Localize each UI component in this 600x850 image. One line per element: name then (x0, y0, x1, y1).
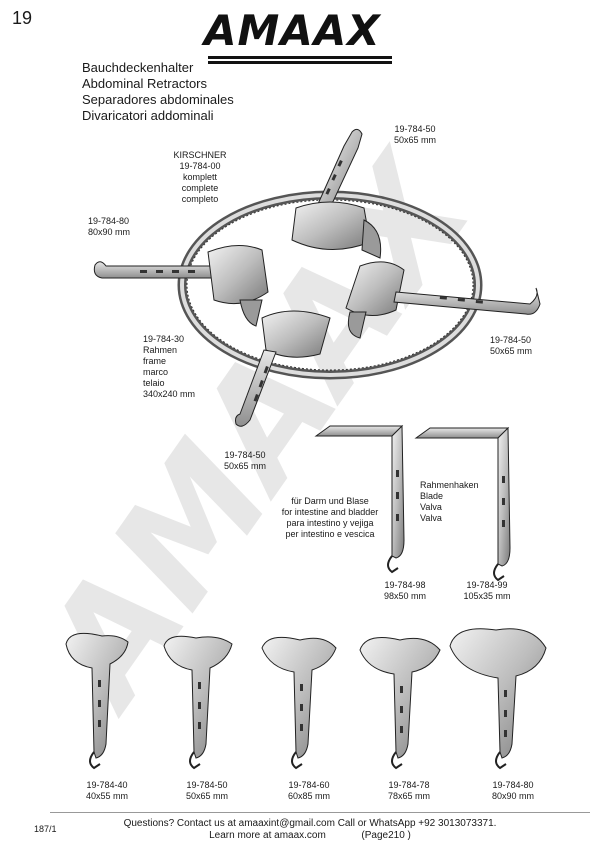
label-code: 19-784-80 (492, 780, 534, 790)
kirschner-it: completo (181, 194, 219, 204)
frame-code: 19-784-30 (143, 334, 185, 344)
frame-it: telaio (143, 378, 165, 388)
label-blade-60: 19-784-60 60x85 mm (274, 780, 344, 802)
label-left: 19-784-80 80x90 mm (88, 216, 130, 238)
frame-size: 340x240 mm (143, 389, 196, 399)
footer-line1: Questions? Contact us at amaaxint@gmail.… (123, 818, 497, 829)
blade-19-784-78 (359, 637, 441, 770)
label-code: 19-784-98 (384, 580, 426, 590)
intestine-es: para intestino y vejiga (286, 518, 374, 528)
title-it: Divaricatori addominali (82, 108, 214, 123)
title-en: Abdominal Retractors (82, 76, 207, 91)
intestine-de: für Darm und Blase (291, 496, 369, 506)
brand-logo: AMAAX (200, 6, 400, 64)
intestine-en: for intestine and bladder (281, 507, 379, 517)
blade-19-784-80 (449, 628, 547, 770)
label-code: 19-784-99 (466, 580, 508, 590)
label-frame: 19-784-30 Rahmen frame marco telaio 340x… (143, 334, 195, 400)
label-code: 19-784-60 (288, 780, 330, 790)
label-code: 19-784-50 (186, 780, 228, 790)
kirschner-code: 19-784-00 (179, 161, 221, 171)
assembly-blade-right (345, 261, 541, 339)
logo-stripe (208, 61, 392, 64)
assembly-blade-left (93, 245, 269, 327)
intestine-it: per intestino e vescica (285, 529, 375, 539)
blade-19-784-60 (261, 636, 337, 770)
label-right-angle-99: 19-784-99 105x35 mm (452, 580, 522, 602)
intestine-note: für Darm und Blase for intestine and bla… (270, 496, 390, 540)
footer-contact: Questions? Contact us at amaaxint@gmail.… (110, 818, 510, 842)
blade-19-784-40 (65, 632, 129, 770)
label-right: 19-784-50 50x65 mm (490, 335, 532, 357)
label-size: 50x65 mm (185, 791, 229, 801)
right-angle-blade-98 (314, 424, 405, 574)
product-titles: Bauchdeckenhalter Abdominal Retractors S… (82, 60, 234, 124)
label-code: 19-784-50 (394, 124, 436, 134)
frame-de: Rahmen (143, 345, 178, 355)
label-blade-40: 19-784-40 40x55 mm (72, 780, 142, 802)
kirschner-en: complete (181, 183, 219, 193)
label-blade-78: 19-784-78 78x65 mm (374, 780, 444, 802)
assembly-blade-bottom (235, 310, 331, 427)
blade-de: Rahmenhaken (420, 480, 479, 490)
logo-text: AMAAX (204, 6, 381, 55)
kirschner-name: KIRSCHNER (173, 150, 227, 160)
footer-page-ref: (Page210 ) (361, 830, 411, 841)
blade-en: Blade (420, 491, 444, 501)
label-code: 19-784-50 (490, 335, 532, 345)
blade-es: Valva (420, 502, 442, 512)
label-size: 50x65 mm (490, 346, 533, 356)
title-de: Bauchdeckenhalter (82, 60, 194, 75)
label-code: 19-784-80 (88, 216, 130, 226)
label-size: 105x35 mm (463, 591, 511, 601)
blade-it: Valva (420, 513, 442, 523)
kirschner-label: KIRSCHNER 19-784-00 komplett complete co… (160, 150, 240, 205)
label-right-angle-98: 19-784-98 98x50 mm (370, 580, 440, 602)
label-size: 50x65 mm (393, 135, 437, 145)
label-code: 19-784-40 (86, 780, 128, 790)
label-size: 98x50 mm (383, 591, 427, 601)
footer-divider (50, 812, 590, 813)
blade-note: Rahmenhaken Blade Valva Valva (420, 480, 479, 524)
label-size: 40x55 mm (85, 791, 129, 801)
label-bottom: 19-784-50 50x65 mm (210, 450, 280, 472)
right-angle-blade-99 (414, 426, 511, 582)
label-size: 80x90 mm (88, 227, 131, 237)
label-blade-80: 19-784-80 80x90 mm (478, 780, 548, 802)
page-number: 19 (12, 8, 33, 28)
label-size: 50x65 mm (223, 461, 267, 471)
catalog-code: 187/1 (34, 824, 57, 834)
footer-line2: Learn more at amaax.com (209, 830, 326, 841)
label-blade-50: 19-784-50 50x65 mm (172, 780, 242, 802)
frame-es: marco (143, 367, 169, 377)
label-code: 19-784-50 (224, 450, 266, 460)
logo-stripe (208, 56, 392, 59)
label-code: 19-784-78 (388, 780, 430, 790)
label-size: 60x85 mm (287, 791, 331, 801)
footer-line2-row: Learn more at amaax.com (Page210 ) (110, 830, 510, 842)
label-top-right: 19-784-50 50x65 mm (380, 124, 450, 146)
blade-19-784-50 (163, 635, 233, 770)
kirschner-de: komplett (182, 172, 217, 182)
label-size: 80x90 mm (491, 791, 535, 801)
frame-en: frame (143, 356, 167, 366)
label-size: 78x65 mm (387, 791, 431, 801)
title-es: Separadores abdominales (82, 92, 234, 107)
assembly-blade-top (291, 128, 382, 259)
